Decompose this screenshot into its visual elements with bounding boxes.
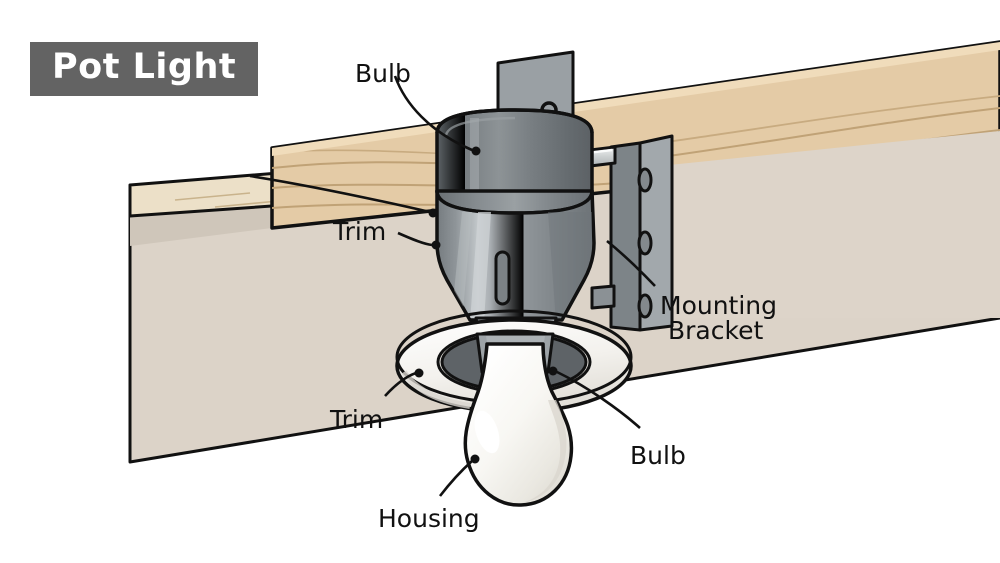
bulb xyxy=(463,342,574,507)
mounting-bracket xyxy=(590,134,674,332)
housing-cylinder xyxy=(435,108,594,194)
leader-housing xyxy=(438,460,473,497)
label-mounting-bracket-line1: Mounting xyxy=(660,291,778,320)
leader-bulb-top xyxy=(393,75,473,152)
label-trim-left: Trim xyxy=(333,217,387,246)
label-bulb-top: Bulb xyxy=(355,59,411,88)
leader-lines xyxy=(249,75,656,497)
leader-trim-bottom xyxy=(384,371,417,397)
housing-cone xyxy=(435,189,596,322)
bracket-slot xyxy=(637,230,653,256)
label-bulb-bottom: Bulb xyxy=(630,441,686,470)
page-title: Pot Light xyxy=(30,42,259,96)
housing-vent-slot xyxy=(494,250,511,306)
leader-aux-left xyxy=(249,174,431,214)
leader-trim-left xyxy=(397,231,433,247)
leader-mounting-bracket xyxy=(606,239,656,287)
label-mounting-bracket-line2: Bracket xyxy=(668,316,764,345)
bracket-slot xyxy=(637,293,653,319)
ceiling-right-face xyxy=(640,131,1000,318)
leader-bulb-bottom xyxy=(556,370,641,429)
bracket-slot xyxy=(637,167,653,193)
label-trim-bottom: Trim xyxy=(330,405,384,434)
label-housing-bottom: Housing xyxy=(378,504,480,533)
